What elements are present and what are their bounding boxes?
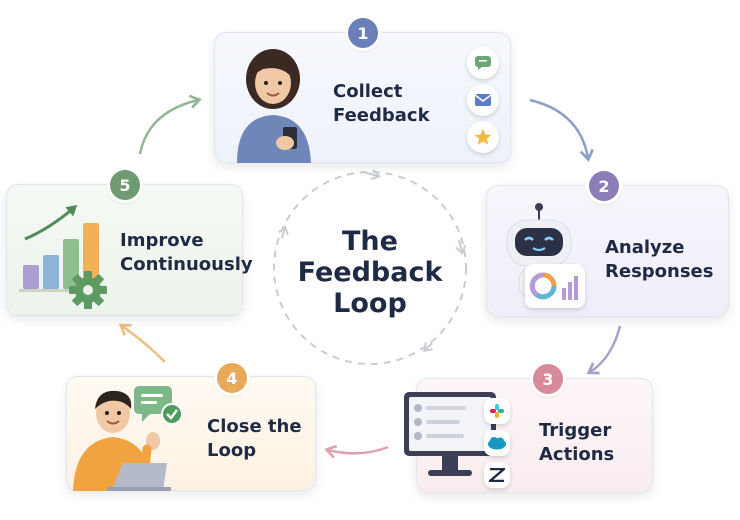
step-label: Improve Continuously — [120, 230, 253, 275]
step-card-analyze-responses: Analyze Responses — [486, 185, 729, 317]
gear-icon — [69, 271, 107, 309]
woman-phone-icon — [237, 49, 311, 163]
slack-icon — [484, 398, 510, 424]
arrow-4-to-5 — [118, 323, 166, 363]
step-number-badge: 1 — [348, 18, 378, 48]
step-card-improve-continuously: Improve Continuously — [6, 184, 253, 316]
step-label: Trigger Actions — [539, 420, 615, 465]
step-card-close-the-loop: Close the Loop — [66, 376, 316, 491]
star-icon — [467, 121, 499, 153]
donut-chart-icon — [529, 272, 557, 300]
arrow-1-to-2 — [529, 98, 594, 162]
arrow-5-to-1 — [138, 94, 202, 155]
step-number-badge: 2 — [589, 171, 619, 201]
diagram-title: The Feedback Loop — [297, 226, 443, 319]
step-number-badge: 4 — [217, 363, 247, 393]
bar-chart-icon — [562, 276, 578, 300]
step-label: Close the Loop — [207, 416, 302, 461]
salesforce-icon — [484, 430, 510, 456]
message-check-icon — [134, 386, 183, 425]
analytics-panel — [525, 264, 585, 308]
step-number-badge: 5 — [110, 170, 140, 200]
step-card-collect-feedback: Collect Feedback — [214, 32, 511, 163]
center-dashed-loop — [273, 171, 467, 365]
zendesk-icon — [484, 462, 510, 488]
monitor-icon — [404, 392, 496, 476]
step-number-badge: 3 — [533, 364, 563, 394]
person-laptop-icon — [73, 390, 171, 491]
step-label: Analyze Responses — [605, 237, 714, 282]
arrow-2-to-3 — [586, 325, 622, 375]
step-label: Collect Feedback — [333, 81, 430, 126]
mail-icon — [467, 84, 499, 116]
chat-icon — [467, 47, 499, 79]
arrow-3-to-4 — [324, 444, 389, 459]
